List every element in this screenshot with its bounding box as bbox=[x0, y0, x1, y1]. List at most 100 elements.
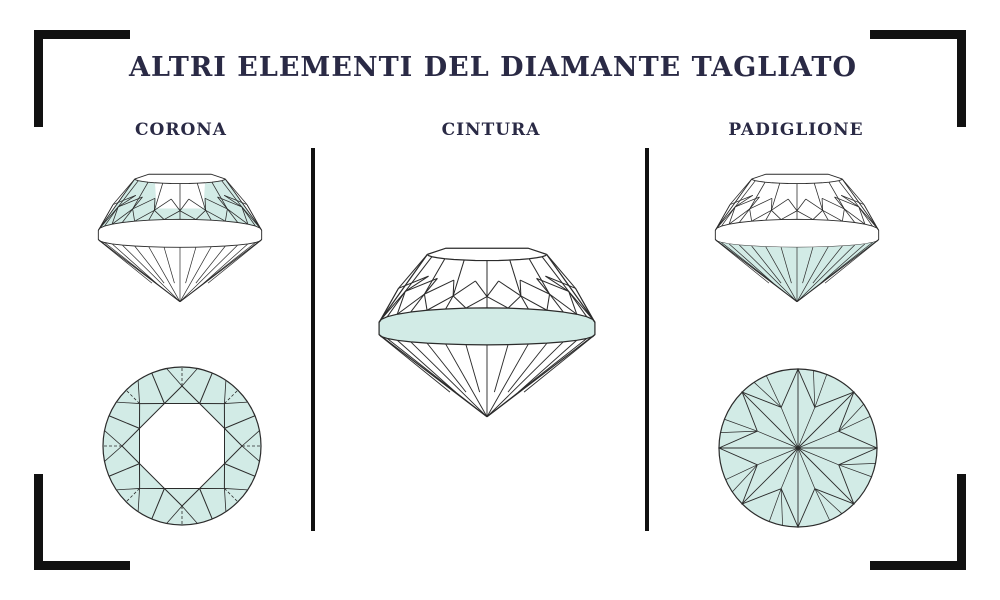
pavilion-facet-line bbox=[820, 243, 866, 284]
lower-girdle-line bbox=[838, 415, 871, 432]
girdle-band bbox=[714, 218, 880, 248]
pavilion-facet-line bbox=[410, 341, 488, 418]
crown-facet-line bbox=[520, 295, 548, 311]
pavilion-facet-line bbox=[99, 240, 153, 284]
pavilion-facet-line bbox=[179, 246, 212, 302]
kite-facet-line bbox=[151, 372, 165, 404]
pavilion-facet-line bbox=[207, 240, 261, 284]
upper-girdle-line bbox=[166, 505, 183, 524]
crown-facet-line bbox=[828, 181, 845, 210]
crown-facet-line bbox=[154, 198, 172, 211]
pavilion-facet-line bbox=[122, 244, 181, 303]
star-facet bbox=[139, 403, 165, 429]
crown-facet-line bbox=[545, 275, 576, 289]
crown-side-left bbox=[378, 254, 428, 323]
crown-facet-line bbox=[132, 197, 156, 210]
pavilion-facet-line bbox=[739, 244, 798, 303]
pavilion-facet-line bbox=[518, 339, 578, 393]
crown-facet-line bbox=[241, 206, 249, 225]
upper-girdle-line bbox=[137, 488, 140, 512]
crown-facet-line bbox=[241, 206, 261, 229]
crown-facet-line bbox=[728, 208, 750, 225]
crown-facet-line bbox=[787, 198, 798, 212]
crown-facet-line bbox=[716, 204, 731, 229]
crown-facet-line bbox=[398, 254, 428, 289]
crown-facet-line bbox=[188, 198, 206, 211]
crown-facet-line bbox=[541, 256, 570, 292]
crown-facet-line bbox=[507, 295, 522, 309]
lower-girdle-line bbox=[813, 370, 816, 408]
crown-facet-line bbox=[380, 288, 399, 320]
lower-girdle-line bbox=[814, 488, 831, 521]
crown-facet-line bbox=[729, 178, 753, 205]
crown-facet-line bbox=[117, 180, 139, 208]
crown-facet-line bbox=[844, 208, 856, 223]
upper-girdle-line bbox=[104, 430, 123, 447]
pavilion-facet-line bbox=[796, 244, 855, 303]
lower-girdle-line bbox=[724, 418, 758, 432]
pavilion-facet-line bbox=[824, 240, 878, 284]
crown-facet-line bbox=[520, 295, 529, 310]
label-cintura: CINTURA bbox=[441, 120, 541, 140]
crown-facet-line bbox=[536, 278, 550, 295]
pavilion-facet-line bbox=[721, 242, 798, 303]
upper-girdle-line bbox=[224, 380, 227, 404]
pavilion-star-arm bbox=[814, 391, 855, 432]
crown-facet-line bbox=[780, 210, 798, 220]
crown-facet-line bbox=[195, 210, 206, 220]
crown-facet-line bbox=[224, 194, 248, 205]
table-edge bbox=[751, 178, 843, 185]
halves-facet-line bbox=[224, 488, 239, 503]
divider-right bbox=[645, 148, 649, 531]
crown-facet-line bbox=[134, 209, 155, 222]
crown-facet-line bbox=[99, 206, 119, 229]
pavilion-facet-line bbox=[493, 344, 509, 393]
table-facet bbox=[139, 403, 225, 489]
lower-girdle-line bbox=[838, 464, 872, 478]
pavilion-facet-line bbox=[797, 407, 816, 449]
crown-facet-line bbox=[771, 210, 782, 220]
crown-facet-line bbox=[536, 277, 569, 292]
label-padiglione: PADIGLIONE bbox=[728, 120, 864, 140]
crown-facet-line bbox=[132, 181, 149, 210]
girdle-band bbox=[97, 218, 263, 248]
crown-facet-line bbox=[423, 294, 428, 311]
frame-corner-top-left-h bbox=[34, 30, 130, 39]
upper-girdle-line bbox=[116, 401, 140, 404]
crown-facet-line bbox=[148, 210, 155, 221]
pavilion-facet-line bbox=[465, 344, 481, 393]
upper-girdle-line bbox=[224, 401, 248, 404]
frame-corner-top-right-h bbox=[870, 30, 966, 39]
crown-facet-line bbox=[812, 210, 823, 220]
table-back-edge bbox=[751, 173, 843, 180]
pavilion-facet-line bbox=[728, 243, 774, 284]
crown-facet-line bbox=[380, 291, 406, 320]
crown-facet-line bbox=[716, 206, 736, 229]
label-corona: CORONA bbox=[134, 120, 227, 140]
crown-facet-line bbox=[121, 208, 133, 223]
crown-facet-line bbox=[841, 178, 865, 205]
lower-girdle-line bbox=[732, 464, 758, 493]
crown-facet-line bbox=[423, 258, 446, 295]
lower-girdle-line bbox=[838, 403, 864, 432]
kite-facet-line bbox=[224, 463, 256, 477]
frame-corner-bottom-left-h bbox=[34, 561, 130, 570]
frame-corner-bottom-right-v bbox=[957, 474, 966, 570]
crown-facet-line bbox=[424, 278, 438, 295]
lower-girdle-line bbox=[838, 463, 876, 466]
crown-facet-line bbox=[568, 291, 594, 320]
pavilion-facet-line bbox=[426, 342, 467, 393]
crown-facet-line bbox=[196, 183, 206, 211]
crown-facet-line bbox=[771, 183, 781, 211]
lower-girdle-line bbox=[725, 464, 758, 481]
crown-facet-line bbox=[154, 210, 165, 220]
crown-facet-line bbox=[224, 208, 228, 222]
crown-facet-line bbox=[132, 196, 143, 210]
pavilion-facet-line bbox=[179, 244, 238, 303]
pavilion-facet-line bbox=[780, 407, 799, 449]
pavilion-facet-line bbox=[797, 430, 839, 449]
pavilion-main-line bbox=[797, 391, 855, 449]
crown-side-left bbox=[714, 178, 753, 231]
kite-facet-line bbox=[199, 372, 213, 404]
crown-facet-line bbox=[132, 208, 136, 222]
